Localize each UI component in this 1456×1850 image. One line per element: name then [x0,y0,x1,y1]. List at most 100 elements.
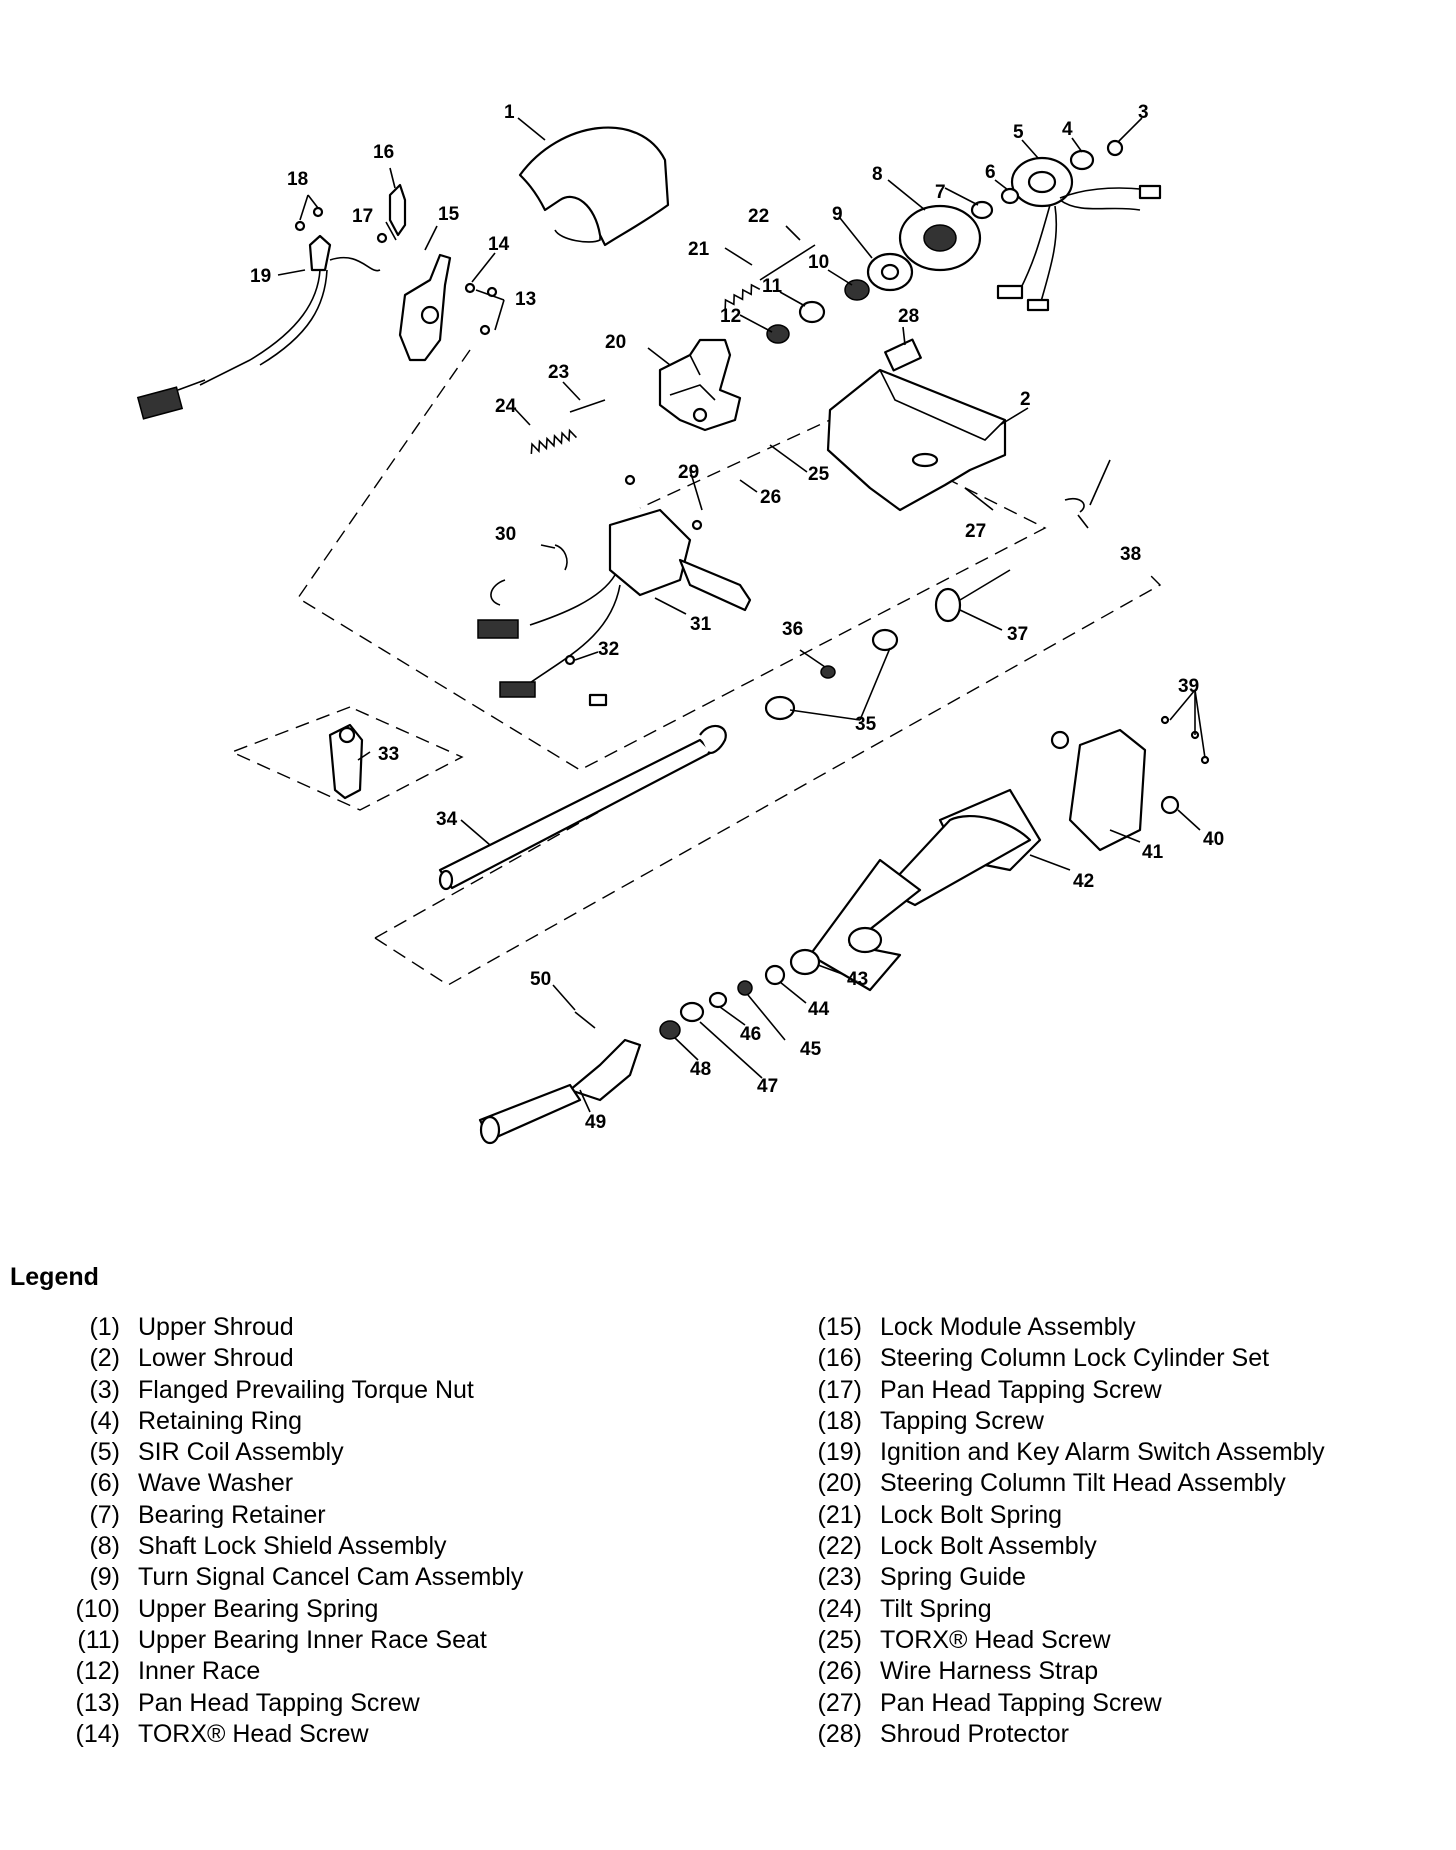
legend-item: (5) SIR Coil Assembly [52,1437,523,1468]
callout-7: 7 [935,182,946,203]
legend-number: (24) [817,1594,862,1623]
shaft-bearing-parts [764,497,1085,721]
legend-item: (14) TORX® Head Screw [52,1719,523,1750]
legend-label: Lock Bolt Assembly [880,1532,1097,1561]
legend-label: Lower Shroud [138,1344,294,1373]
callout-32: 32 [598,639,619,660]
turn-signal-switch [477,474,752,707]
legend-number: (14) [75,1719,120,1748]
callout-39: 39 [1178,676,1199,697]
ignition-lock-module [136,183,498,420]
legend-label: Upper Bearing Spring [138,1594,379,1623]
part-tilt-head-assembly [658,338,742,432]
callout-9: 9 [832,204,843,225]
callout-18: 18 [287,169,308,190]
legend-item: (1) Upper Shroud [52,1312,523,1343]
callout-6: 6 [985,162,996,183]
legend-item: (15)Lock Module Assembly [794,1312,1325,1343]
legend-label: Wire Harness Strap [880,1657,1099,1686]
callout-27: 27 [965,521,986,542]
legend-number: (23) [817,1563,862,1592]
callout-46: 46 [740,1024,761,1045]
legend-item: (12)Inner Race [52,1656,523,1687]
callout-25: 25 [808,464,830,485]
callout-10: 10 [808,252,829,273]
callout-49: 49 [585,1112,606,1133]
legend-label: Inner Race [138,1657,261,1686]
callout-2: 2 [1020,389,1031,410]
legend-item: (6)Wave Washer [52,1468,523,1499]
legend-number: (25) [817,1625,862,1654]
legend-label: Shaft Lock Shield Assembly [138,1532,447,1561]
legend-column-left: (1) Upper Shroud (2) Lower Shroud (3)Flang… [52,1312,524,1750]
legend-item: (4)Retaining Ring [52,1406,523,1437]
legend-item: (17)Pan Head Tapping Screw [794,1375,1325,1406]
legend-item: (19)Ignition and Key Alarm Switch Assemb… [794,1437,1325,1468]
legend-label: Retaining Ring [138,1406,302,1435]
legend-number: (21) [817,1500,862,1529]
legend-number: (2) [89,1344,120,1373]
callout-50: 50 [530,969,551,990]
legend-item: (3)Flanged Prevailing Torque Nut [52,1375,523,1406]
callout-38: 38 [1120,544,1141,565]
callout-36: 36 [782,619,803,640]
legend-number: (22) [817,1532,862,1561]
legend-number: (5) [89,1438,120,1467]
callout-8: 8 [872,164,883,185]
legend-item: (11) Upper Bearing Inner Race Seat [52,1625,523,1656]
part-33 [328,723,364,800]
legend-number: (11) [77,1625,120,1654]
legend-label: Lock Bolt Spring [880,1500,1063,1529]
legend-number: (19) [817,1438,862,1467]
callout-24: 24 [495,396,517,417]
part-steering-shaft [438,724,727,891]
dashed-group-outlines [230,349,1162,986]
legend-number: (1) [89,1313,120,1341]
callout-30: 30 [495,524,516,545]
callout-5: 5 [1013,122,1024,143]
callout-16: 16 [373,142,394,163]
callout-12: 12 [720,306,741,327]
legend-label: Tapping Screw [880,1406,1044,1435]
legend-label: Upper Shroud [138,1313,294,1341]
callout-34: 34 [436,809,458,830]
callout-33: 33 [378,744,399,765]
callout-37: 37 [1007,624,1028,645]
legend-item: (27) Pan Head Tapping Screw [794,1688,1325,1719]
legend-label: SIR Coil Assembly [138,1438,344,1467]
legend-item: (10)Upper Bearing Spring [52,1594,523,1625]
legend-item: (22) Lock Bolt Assembly [794,1531,1325,1562]
callout-11: 11 [762,276,783,297]
callout-1: 1 [504,102,515,123]
legend-item: (21) Lock Bolt Spring [794,1500,1325,1531]
legend-number: (16) [817,1344,862,1373]
legend-label: Upper Bearing Inner Race Seat [138,1625,487,1654]
legend-number: (6) [89,1469,120,1498]
callout-15: 15 [438,204,460,225]
callout-20: 20 [605,332,626,353]
callout-48: 48 [690,1059,711,1080]
callout-31: 31 [690,614,712,635]
callout-43: 43 [847,969,868,990]
legend-item: (18)Tapping Screw [794,1406,1325,1437]
legend-item: (2) Lower Shroud [52,1343,523,1374]
legend-label: TORX® Head Screw [138,1719,369,1748]
callout-labels: 1 2 3 4 5 6 7 8 9 10 11 12 13 14 15 16 1… [250,102,1224,1133]
legend-label: Tilt Spring [880,1594,992,1623]
legend-item: (16)Steering Column Lock Cylinder Set [794,1343,1325,1374]
legend-label: Pan Head Tapping Screw [880,1688,1162,1717]
legend-label: Pan Head Tapping Screw [880,1375,1162,1404]
legend-number: (27) [817,1688,862,1717]
legend-number: (15) [817,1313,862,1341]
legend-number: (26) [817,1657,862,1686]
part-upper-shroud [518,126,670,247]
legend-number: (13) [75,1688,120,1717]
legend-label: Shroud Protector [880,1719,1069,1748]
callout-44: 44 [808,999,830,1020]
callout-4: 4 [1062,119,1073,140]
callout-14: 14 [488,234,510,255]
legend-item: (7)Bearing Retainer [52,1500,523,1531]
upper-bearing-stack [766,139,1162,344]
callout-40: 40 [1203,829,1224,850]
callout-47: 47 [757,1076,778,1097]
